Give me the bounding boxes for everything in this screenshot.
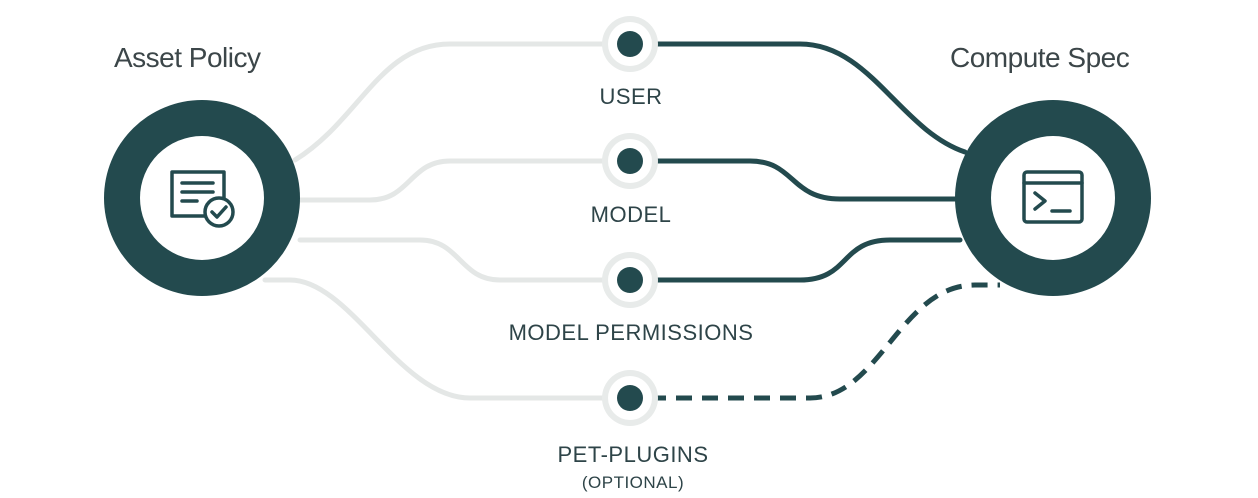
compute-spec-title: Compute Spec [950,42,1130,73]
node-label-model: MODEL [590,202,672,227]
connector-model-target [627,158,963,202]
connector-model-permissions-target [627,237,963,283]
param-node-model[interactable] [602,133,658,189]
terminal-window-icon [1022,170,1084,224]
connector-source-pet-plugins [262,277,611,401]
compute-spec-node[interactable] [955,100,1151,296]
param-node-user[interactable] [602,16,658,72]
asset-policy-node[interactable] [104,100,300,296]
node-label-model-permissions: MODEL PERMISSIONS [508,320,754,345]
param-node-pet-plugins[interactable] [602,370,658,426]
source-connectors [262,41,611,401]
connector-source-model-permissions [297,237,611,283]
policy-document-check-icon [170,170,235,228]
connector-source-user [292,41,611,163]
node-label-user: USER [599,84,663,109]
connector-user-target [627,41,968,155]
asset-policy-title: Asset Policy [114,42,261,73]
connector-source-model [297,158,611,203]
param-node-model-permissions[interactable] [602,252,658,308]
connector-pet-plugins-target [650,282,1000,401]
node-label-pet-plugins: PET-PLUGINS [557,442,709,467]
node-sublabel-pet-plugins: (OPTIONAL) [581,473,685,492]
target-connectors [627,41,1000,401]
